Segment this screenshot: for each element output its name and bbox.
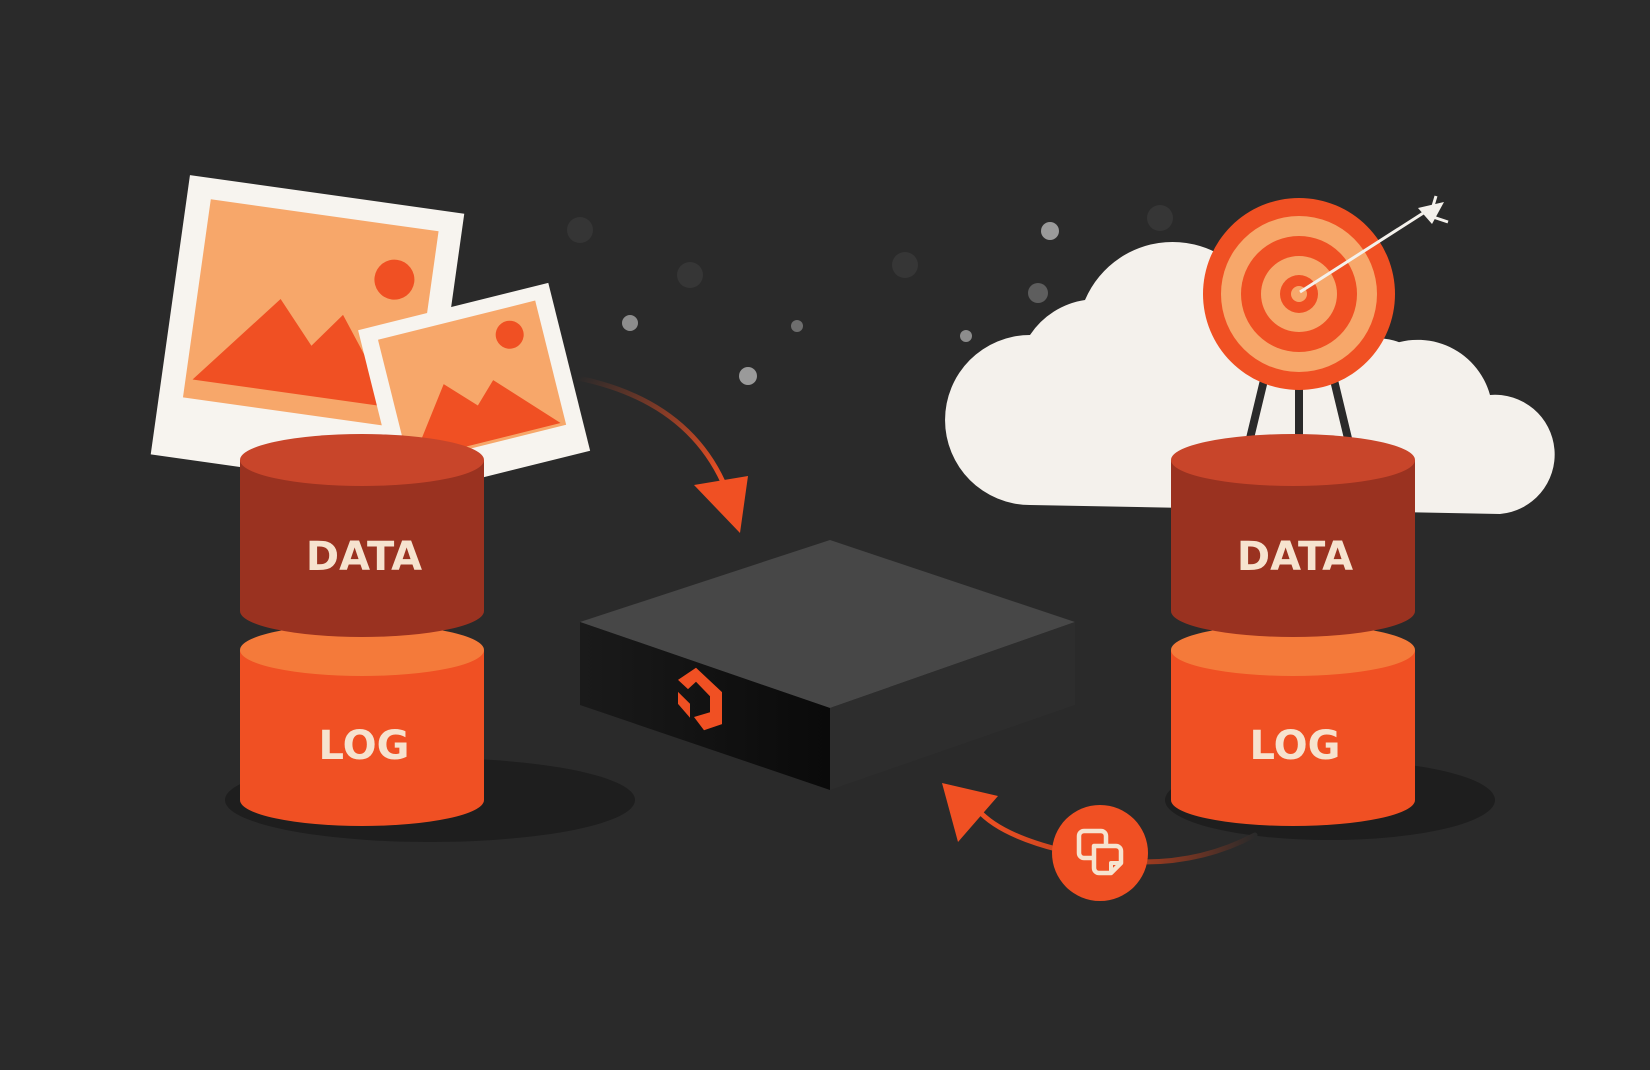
left-log-label: LOG bbox=[319, 723, 410, 769]
pure-storage-logo-icon bbox=[678, 667, 722, 731]
right-log-segment: LOG bbox=[1171, 624, 1415, 826]
left-data-label: DATA bbox=[306, 534, 422, 580]
right-data-label: DATA bbox=[1237, 534, 1353, 580]
photo-icon bbox=[150, 175, 591, 499]
left-database-stack: LOG DATA bbox=[240, 434, 484, 826]
right-log-label: LOG bbox=[1250, 723, 1341, 769]
decorative-dots bbox=[567, 205, 1173, 385]
copy-icon bbox=[1052, 805, 1148, 901]
right-database-stack: LOG DATA bbox=[1171, 434, 1415, 826]
storage-array-device bbox=[580, 540, 1075, 790]
left-flow-arrow bbox=[575, 375, 748, 533]
right-data-segment: DATA bbox=[1171, 434, 1415, 637]
left-data-segment: DATA bbox=[240, 434, 484, 637]
arrow-icon bbox=[694, 476, 748, 533]
left-log-segment: LOG bbox=[240, 624, 484, 826]
